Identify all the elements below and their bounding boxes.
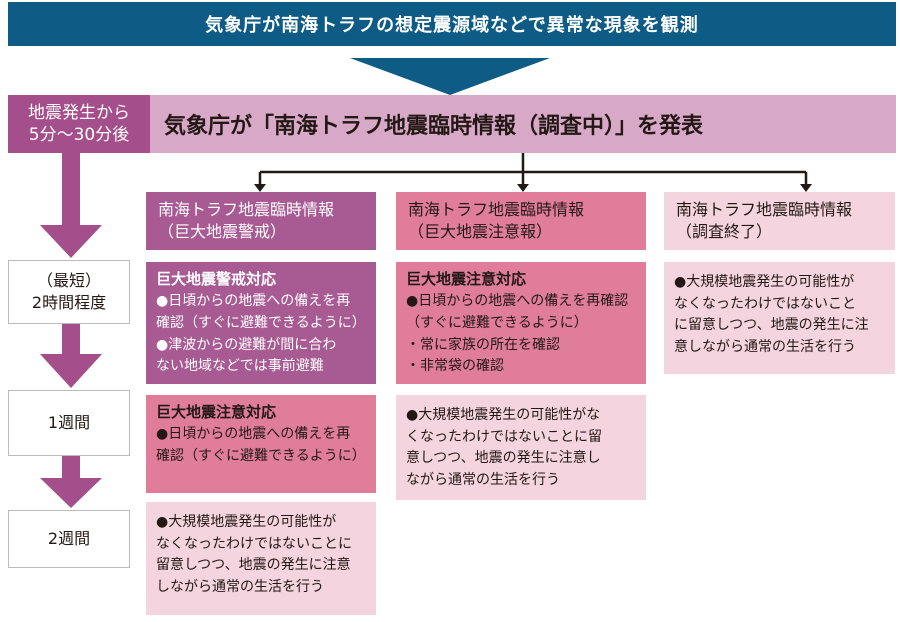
timeline-1week: 1週間 bbox=[8, 390, 130, 456]
timeline-1week-label: 1週間 bbox=[47, 412, 91, 432]
timeline-start-line1: 地震発生から bbox=[28, 102, 130, 123]
timeline-shaft-1 bbox=[62, 153, 80, 225]
advisory-box-first: 巨大地震注意対応 ●日頃からの地震への備えを再確認 （すぐに避難できるように） … bbox=[396, 262, 646, 384]
warning-box-first-line: ない地域などでは事前避難 bbox=[156, 358, 324, 375]
warning-box-third: ●大規模地震発生の可能性が なくなったわけではないことに 留意しつつ、地震の発生… bbox=[146, 502, 376, 615]
ended-box-line: なくなったわけではないこと bbox=[674, 295, 856, 312]
header-warning-line1: 南海トラフ地震臨時情報 bbox=[158, 200, 335, 220]
warning-box-second-line: 確認（すぐに避難できるように） bbox=[156, 447, 366, 464]
timeline-shaft-3 bbox=[62, 456, 80, 478]
warning-box-first-title: 巨大地震警戒対応 bbox=[156, 270, 277, 288]
header-ended-line1: 南海トラフ地震臨時情報 bbox=[676, 200, 853, 220]
header-advisory: 南海トラフ地震臨時情報 （巨大地震注意報） bbox=[396, 192, 646, 250]
announcement-text: 気象庁が「南海トラフ地震臨時情報（調査中）」を発表 bbox=[164, 114, 704, 139]
advisory-box-second-line: くなったわけではないことに留 bbox=[406, 428, 602, 445]
timeline-2weeks: 2週間 bbox=[8, 510, 130, 568]
branch-left-arrowhead bbox=[254, 184, 266, 192]
warning-box-first: 巨大地震警戒対応 ●日頃からの地震への備えを再 確認（すぐに避難できるように） … bbox=[146, 262, 376, 384]
warning-box-first-line: 確認（すぐに避難できるように） bbox=[156, 314, 366, 331]
ended-box: ●大規模地震発生の可能性が なくなったわけではないこと に留意しつつ、地震の発生… bbox=[664, 262, 895, 374]
timeline-2hours: （最短） 2時間程度 bbox=[8, 260, 130, 324]
warning-box-second: 巨大地震注意対応 ●日頃からの地震への備えを再 確認（すぐに避難できるように） bbox=[146, 395, 376, 493]
advisory-box-second-line: ●大規模地震発生の可能性がな bbox=[406, 407, 601, 423]
warning-box-third-line: ●大規模地震発生の可能性が bbox=[156, 514, 337, 530]
warning-box-first-line: ●日頃からの地震への備えを再 bbox=[156, 293, 351, 310]
header-warning-line2: （巨大地震警戒） bbox=[158, 222, 287, 241]
warning-box-third-line: しながら通常の生活を行う bbox=[156, 579, 324, 596]
warning-box-third-line: 留意しつつ、地震の発生に注意 bbox=[156, 557, 351, 574]
advisory-box-first-line: ●日頃からの地震への備えを再確認 bbox=[406, 293, 629, 310]
timeline-start-line2: 5分～30分後 bbox=[28, 125, 130, 145]
ended-box-line: 意しながら通常の生活を行う bbox=[674, 339, 856, 356]
advisory-box-second: ●大規模地震発生の可能性がな くなったわけではないことに留 意しつつ、地震の発生… bbox=[396, 395, 646, 500]
announcement-bar: 気象庁が「南海トラフ地震臨時情報（調査中）」を発表 bbox=[150, 95, 896, 153]
observation-banner: 気象庁が南海トラフの想定震源域などで異常な現象を観測 bbox=[8, 2, 896, 46]
timeline-2hours-line2: 2時間程度 bbox=[31, 293, 107, 312]
timeline-2weeks-label: 2週間 bbox=[47, 528, 91, 548]
warning-box-first-line: ●津波からの避難が間に合わ bbox=[156, 336, 337, 353]
main-down-arrow bbox=[350, 58, 550, 95]
advisory-box-first-line: ・非常袋の確認 bbox=[406, 358, 504, 375]
branch-right-arrowhead bbox=[800, 184, 812, 192]
timeline-start: 地震発生から 5分～30分後 bbox=[8, 95, 150, 153]
timeline-shaft-2 bbox=[62, 322, 80, 354]
warning-box-third-line: なくなったわけではないことに bbox=[156, 535, 352, 552]
advisory-box-second-line: 意しつつ、地震の発生に注意し bbox=[406, 450, 601, 467]
advisory-box-first-title: 巨大地震注意対応 bbox=[406, 270, 527, 288]
ended-box-line: に留意しつつ、地震の発生に注 bbox=[674, 317, 869, 334]
warning-box-second-title: 巨大地震注意対応 bbox=[156, 403, 277, 421]
header-ended: 南海トラフ地震臨時情報 （調査終了） bbox=[664, 192, 895, 250]
advisory-box-first-line: ・常に家族の所在を確認 bbox=[406, 336, 560, 353]
header-warning: 南海トラフ地震臨時情報 （巨大地震警戒） bbox=[146, 192, 376, 250]
header-ended-line2: （調査終了） bbox=[676, 222, 773, 241]
warning-box-second-line: ●日頃からの地震への備えを再 bbox=[156, 426, 351, 443]
timeline-arrowhead-2 bbox=[40, 354, 102, 388]
observation-banner-text: 気象庁が南海トラフの想定震源域などで異常な現象を観測 bbox=[205, 15, 699, 36]
timeline-2hours-line1: （最短） bbox=[36, 270, 101, 290]
header-advisory-line2: （巨大地震注意報） bbox=[408, 222, 553, 241]
advisory-box-second-line: ながら通常の生活を行う bbox=[406, 472, 560, 489]
ended-box-line: ●大規模地震発生の可能性が bbox=[674, 274, 855, 290]
timeline-arrowhead-1 bbox=[40, 225, 102, 258]
header-advisory-line1: 南海トラフ地震臨時情報 bbox=[408, 200, 585, 220]
advisory-box-first-line: （すぐに避難できるように） bbox=[406, 314, 588, 331]
branch-center-arrowhead bbox=[517, 184, 529, 192]
timeline-arrowhead-3 bbox=[40, 478, 102, 508]
